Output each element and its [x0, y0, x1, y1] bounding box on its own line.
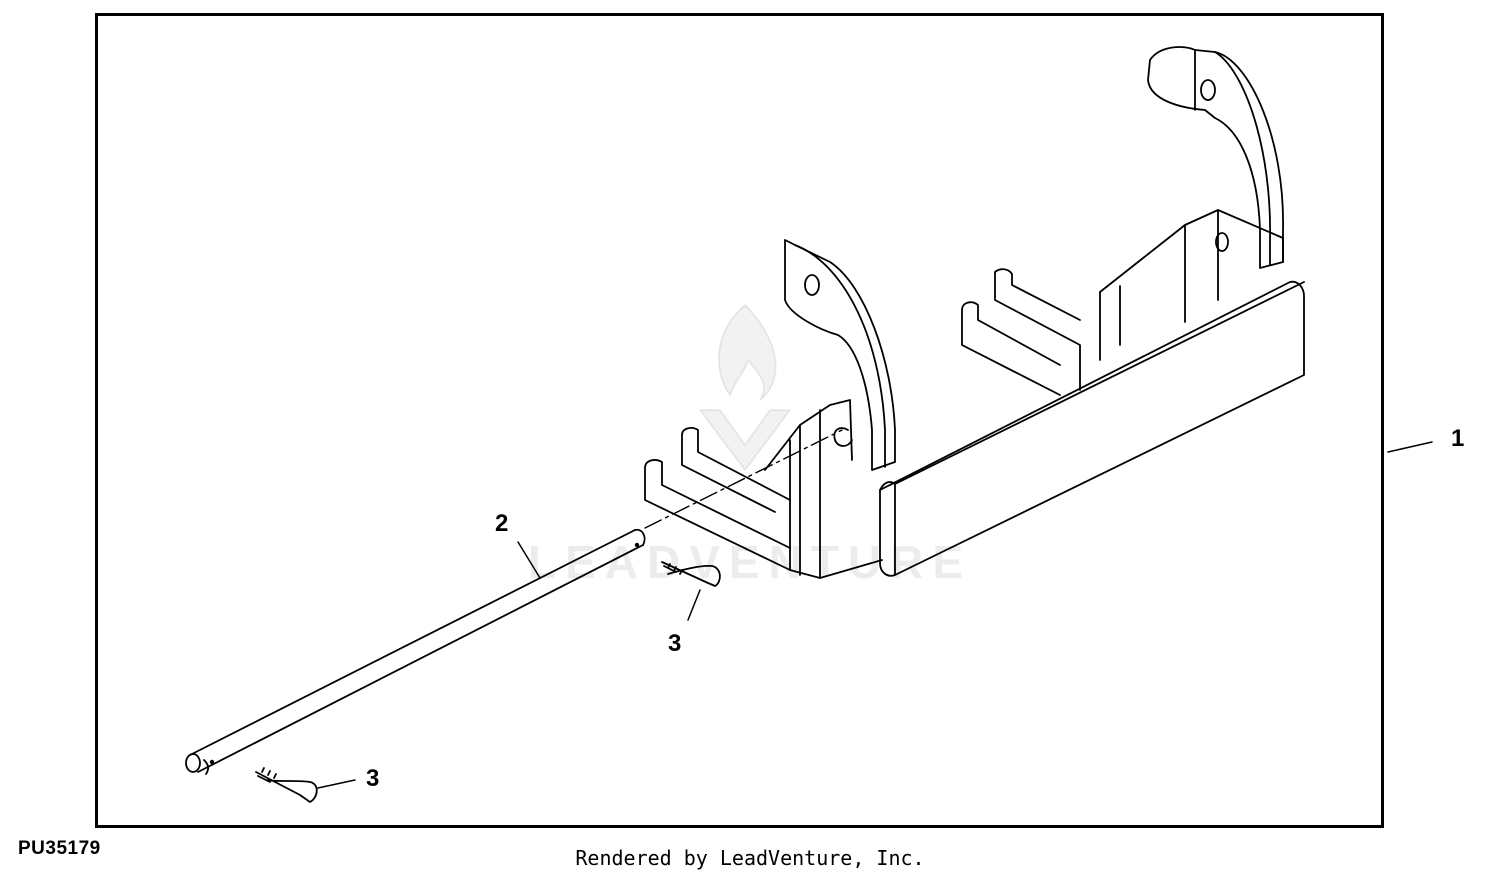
- leader-line-3a: [687, 589, 701, 621]
- hair-pin-clip-lower: [255, 767, 318, 803]
- leader-lines: [317, 441, 1433, 789]
- callout-1[interactable]: 1: [1451, 425, 1465, 452]
- watermark-text: LEADVENTURE: [527, 536, 973, 588]
- figure-id: PU35179: [18, 838, 101, 859]
- assembly-centerline: [644, 429, 843, 529]
- render-credit: Rendered by LeadVenture, Inc.: [575, 846, 925, 870]
- hair-pin-clip-upper: [661, 561, 721, 587]
- bracket-assembly: [644, 46, 1305, 579]
- callout-3a[interactable]: 3: [668, 630, 682, 657]
- leader-line-3b: [317, 779, 356, 789]
- diagram-frame: [95, 13, 1384, 828]
- callout-3b[interactable]: 3: [366, 765, 380, 792]
- leader-line-1: [1387, 441, 1433, 453]
- callout-2[interactable]: 2: [495, 510, 509, 537]
- leader-line-2: [517, 541, 541, 579]
- watermark-logo-icon: [699, 304, 791, 471]
- pin: [185, 528, 646, 775]
